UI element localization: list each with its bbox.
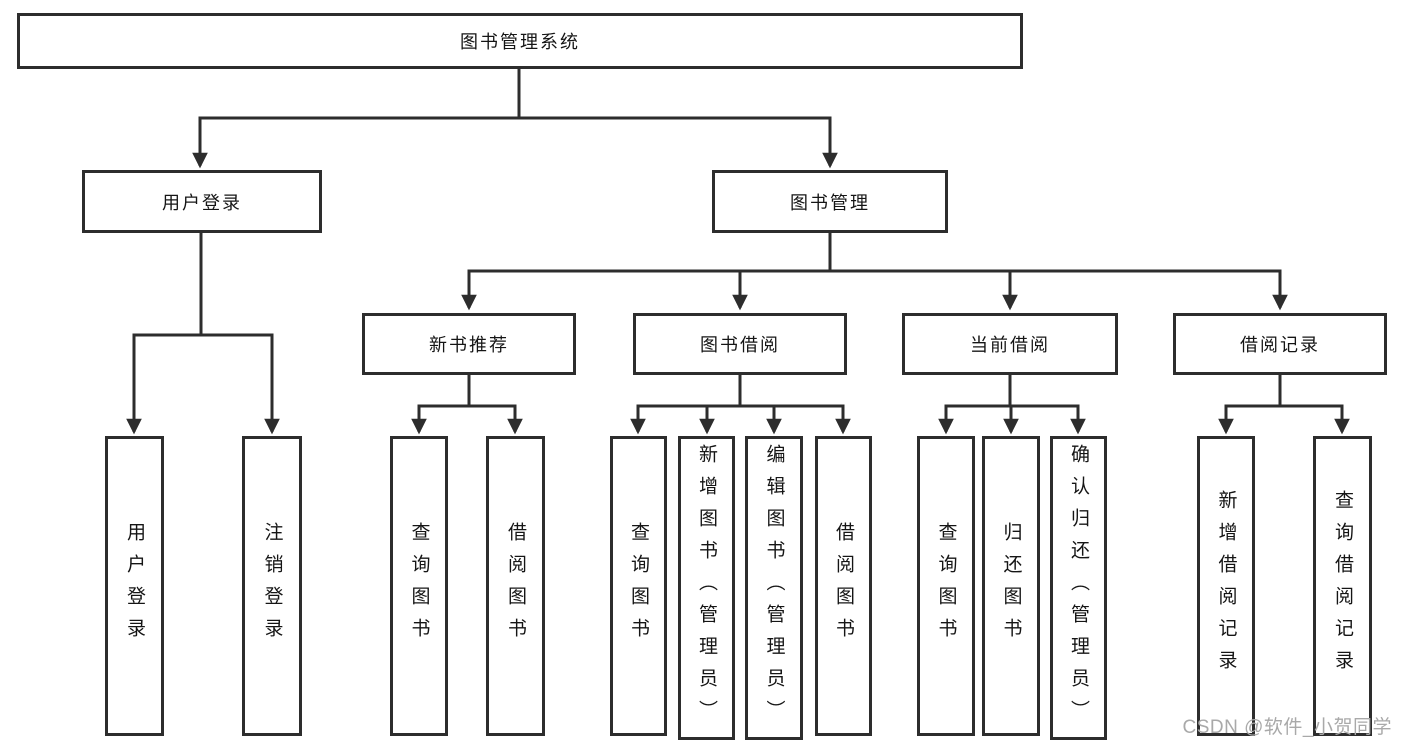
leaf-borrow-book-recommend: 借阅图书: [486, 436, 545, 736]
leaf-logout: 注销登录: [242, 436, 302, 736]
leaf-query-book-borrow: 查询图书: [610, 436, 667, 736]
leaf-label: 新增借阅记录: [1215, 490, 1237, 682]
leaf-label: 新增图书（管理员）: [696, 444, 717, 732]
node-new-book-recommend: 新书推荐: [362, 313, 576, 375]
node-user-login: 用户登录: [82, 170, 322, 233]
node-borrow-records: 借阅记录: [1173, 313, 1387, 375]
node-book-borrow: 图书借阅: [633, 313, 847, 375]
leaf-label: 用户登录: [124, 522, 145, 650]
csdn-watermark: CSDN @软件_小贺同学: [1182, 717, 1392, 738]
node-label: 当前借阅: [970, 335, 1050, 355]
leaf-add-borrow-record: 新增借阅记录: [1197, 436, 1255, 736]
leaf-label: 借阅图书: [833, 522, 854, 650]
node-label: 图书借阅: [700, 335, 780, 355]
leaf-label: 归还图书: [1000, 522, 1022, 650]
leaf-label: 查询图书: [935, 522, 957, 650]
leaf-label: 注销登录: [261, 522, 283, 650]
leaf-return-book: 归还图书: [982, 436, 1040, 736]
node-label: 借阅记录: [1240, 335, 1320, 355]
leaf-user-login: 用户登录: [105, 436, 164, 736]
leaf-label: 确认归还（管理员）: [1068, 444, 1089, 732]
leaf-confirm-return-admin: 确认归还（管理员）: [1050, 436, 1107, 740]
node-label: 图书管理系统: [460, 32, 580, 52]
leaf-label: 编辑图书（管理员）: [763, 444, 785, 732]
leaf-label: 查询借阅记录: [1332, 490, 1353, 682]
leaf-label: 查询图书: [408, 522, 430, 650]
node-root-system: 图书管理系统: [17, 13, 1023, 69]
node-book-management: 图书管理: [712, 170, 948, 233]
leaf-borrow-book: 借阅图书: [815, 436, 872, 736]
node-label: 新书推荐: [429, 335, 509, 355]
leaf-label: 借阅图书: [505, 522, 526, 650]
node-current-borrow: 当前借阅: [902, 313, 1118, 375]
leaf-query-borrow-record: 查询借阅记录: [1313, 436, 1372, 736]
leaf-query-book-recommend: 查询图书: [390, 436, 448, 736]
leaf-edit-book-admin: 编辑图书（管理员）: [745, 436, 803, 740]
node-label: 用户登录: [162, 192, 242, 213]
node-label: 图书管理: [790, 192, 870, 213]
leaf-add-book-admin: 新增图书（管理员）: [678, 436, 735, 740]
leaf-query-book-current: 查询图书: [917, 436, 975, 736]
leaf-label: 查询图书: [628, 522, 649, 650]
